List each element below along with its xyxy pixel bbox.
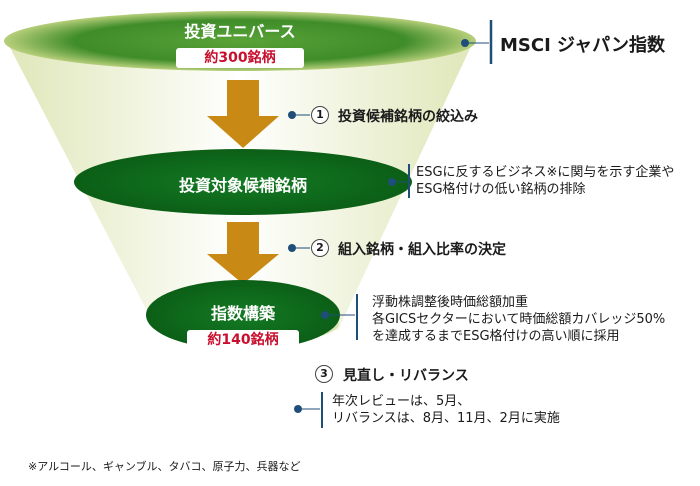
candidates-title: 投資対象候補銘柄 [178,176,307,195]
down-arrow-2 [207,222,279,284]
footnote: ※アルコール、ギャンブル、タバコ、原子力、兵器など [28,460,301,473]
universe-count-badge: 約300銘柄 [176,48,304,68]
connector-step2 [288,244,310,252]
down-arrow-1 [207,80,279,148]
review-description-line-2: リバランスは、8月、11月、2月に実施 [332,411,560,426]
index-count-badge: 約140銘柄 [187,330,299,350]
universe-title: 投資ユニバース [184,22,296,41]
connector-universe [461,20,493,64]
index-title: 指数構築 [210,304,275,323]
candidates-ellipse [74,149,412,215]
connector-index [321,294,358,340]
connector-candidates [388,164,410,198]
step-2-label: 組入銘柄・組入比率の決定 [338,242,506,258]
step-3-number: 3 [315,365,333,383]
universe-ellipse [4,11,476,71]
step-3-label: 見直し・リバランス [343,368,469,384]
index-description: 浮動株調整後時価総額加重 各GICSセクターにおいて時価総額カバレッジ50% を… [372,294,665,345]
candidates-description-line-2: ESG格付けの低い銘柄の排除 [416,182,586,197]
step-2-number: 2 [311,239,329,257]
candidates-description-line-1: ESGに反するビジネス※に関与を示す企業や [416,165,675,180]
step-1-label: 投資候補銘柄の絞込み [338,109,478,125]
index-description-line-3: を達成するまでESG格付けの高い順に採用 [372,329,620,344]
candidates-description: ESGに反するビジネス※に関与を示す企業や ESG格付けの低い銘柄の排除 [416,164,674,198]
index-name: MSCI ジャパン指数 [500,35,666,56]
review-description: 年次レビューは、5月、 リバランスは、8月、11月、2月に実施 [332,393,560,427]
connector-review [294,392,323,428]
index-description-line-2: 各GICSセクターにおいて時価総額カバレッジ50% [372,312,666,327]
connector-step1 [288,111,310,119]
review-description-line-1: 年次レビューは、5月、 [332,394,471,409]
index-description-line-1: 浮動株調整後時価総額加重 [372,295,529,310]
step-1-number: 1 [311,106,329,124]
